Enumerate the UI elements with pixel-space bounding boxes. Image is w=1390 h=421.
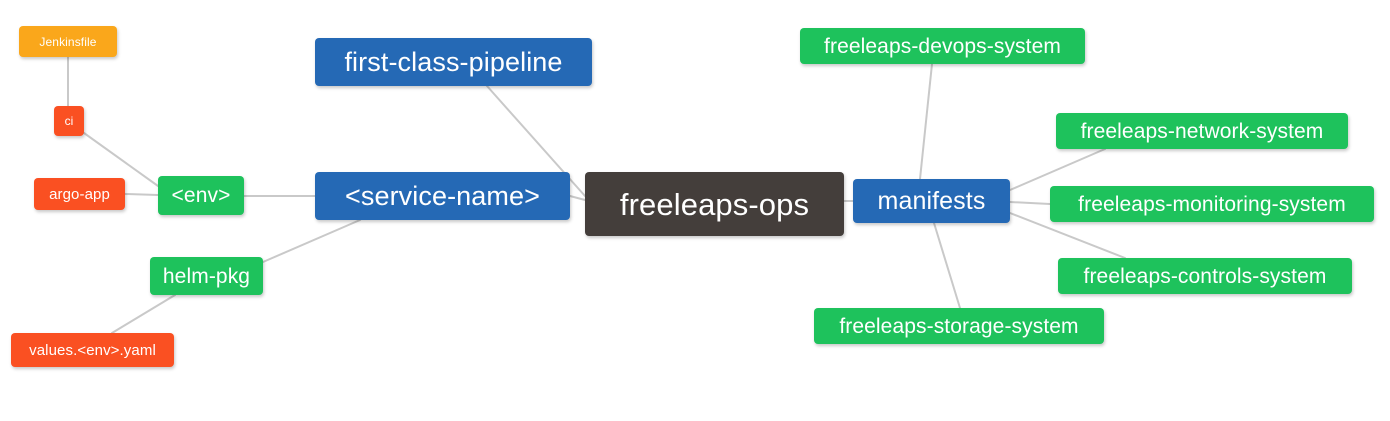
node-freeleaps-network-system[interactable]: freeleaps-network-system bbox=[1056, 113, 1348, 149]
node-label-manifests: manifests bbox=[877, 186, 986, 215]
node-env[interactable]: <env> bbox=[158, 176, 244, 215]
node-manifests[interactable]: manifests bbox=[853, 179, 1010, 223]
node-argo-app[interactable]: argo-app bbox=[34, 178, 125, 210]
edge-service-name-to-helm-pkg bbox=[262, 219, 361, 263]
edge-manifests-to-freeleaps-monitoring-system bbox=[1009, 201, 1051, 205]
node-label-helm-pkg: helm-pkg bbox=[162, 264, 251, 288]
node-freeleaps-storage-system[interactable]: freeleaps-storage-system bbox=[814, 308, 1104, 344]
node-label-env: <env> bbox=[171, 184, 231, 207]
node-label-service-name: <service-name> bbox=[345, 180, 540, 211]
node-label-values-env-yaml: values.<env>.yaml bbox=[29, 341, 156, 359]
node-freeleaps-ops[interactable]: freeleaps-ops bbox=[585, 172, 844, 236]
edge-env-to-argo-app bbox=[124, 193, 159, 196]
node-helm-pkg[interactable]: helm-pkg bbox=[150, 257, 263, 295]
edge-helm-pkg-to-values-env-yaml bbox=[111, 294, 176, 334]
node-label-freeleaps-network-system: freeleaps-network-system bbox=[1080, 119, 1324, 143]
node-label-ci: ci bbox=[64, 114, 74, 128]
node-label-jenkinsfile: Jenkinsfile bbox=[39, 34, 97, 49]
edge-freeleaps-ops-to-service-name bbox=[569, 195, 586, 201]
node-ci[interactable]: ci bbox=[54, 106, 84, 136]
node-freeleaps-monitoring-system[interactable]: freeleaps-monitoring-system bbox=[1050, 186, 1374, 222]
edge-manifests-to-freeleaps-storage-system bbox=[933, 222, 961, 309]
node-label-freeleaps-ops: freeleaps-ops bbox=[619, 186, 810, 222]
edge-manifests-to-freeleaps-network-system bbox=[1009, 148, 1106, 191]
node-first-class-pipeline[interactable]: first-class-pipeline bbox=[315, 38, 592, 86]
node-service-name[interactable]: <service-name> bbox=[315, 172, 570, 220]
node-label-freeleaps-storage-system: freeleaps-storage-system bbox=[839, 314, 1079, 338]
node-label-freeleaps-monitoring-system: freeleaps-monitoring-system bbox=[1078, 192, 1346, 216]
node-label-freeleaps-devops-system: freeleaps-devops-system bbox=[824, 34, 1061, 58]
node-freeleaps-controls-system[interactable]: freeleaps-controls-system bbox=[1058, 258, 1352, 294]
edge-manifests-to-freeleaps-devops-system bbox=[919, 63, 933, 180]
node-label-argo-app: argo-app bbox=[49, 185, 110, 203]
node-jenkinsfile[interactable]: Jenkinsfile bbox=[19, 26, 117, 57]
node-label-freeleaps-controls-system: freeleaps-controls-system bbox=[1083, 264, 1327, 288]
node-label-first-class-pipeline: first-class-pipeline bbox=[344, 46, 563, 77]
node-freeleaps-devops-system[interactable]: freeleaps-devops-system bbox=[800, 28, 1085, 64]
node-values-env-yaml[interactable]: values.<env>.yaml bbox=[11, 333, 174, 367]
